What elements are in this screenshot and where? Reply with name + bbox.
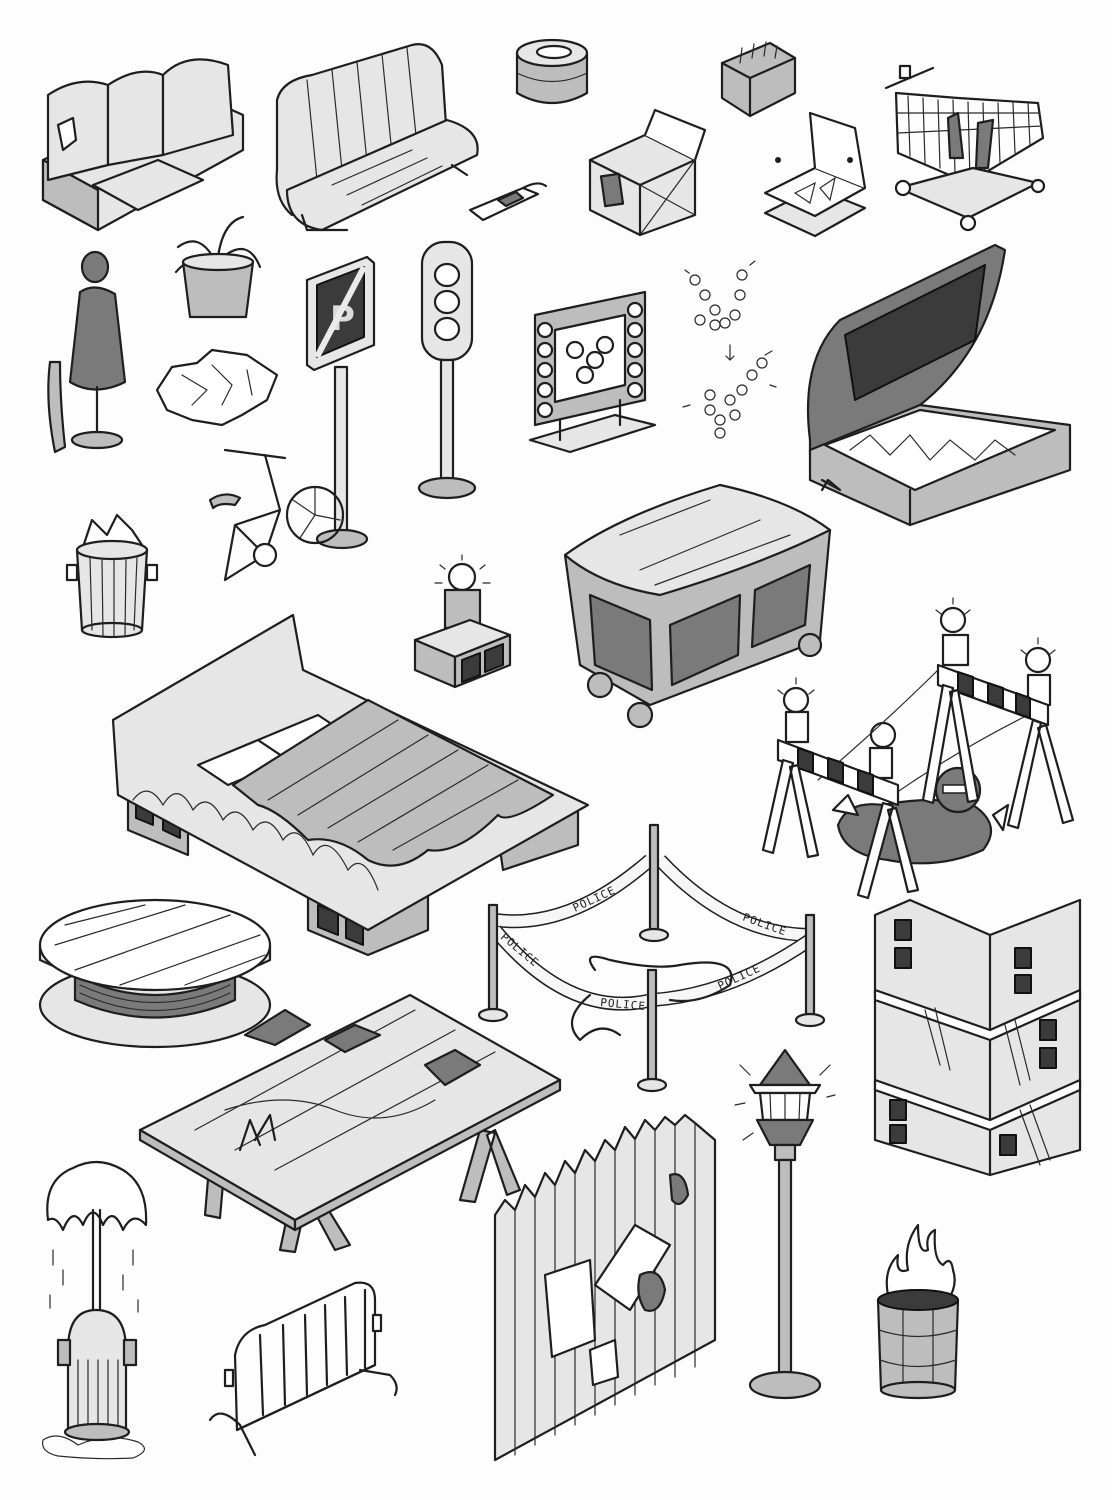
cinder-bookshelf-drawing <box>873 898 1082 1177</box>
traffic-light: Traffic light <box>412 240 482 505</box>
barricade-hole: Road barricades with warning lights arou… <box>758 590 1088 900</box>
warning-light-block-drawing <box>413 554 512 689</box>
mouse-trap-drawing <box>468 182 548 222</box>
cable-spool-table: Cable spool table <box>35 885 275 1050</box>
crowd-barrier-drawing <box>208 1281 398 1457</box>
marquee-sign: Light-bulb marquee sign <box>525 290 660 455</box>
bulb-sparkles-drawing <box>682 260 777 439</box>
tire-stack-drawing <box>515 38 589 104</box>
closed-dumpster: Closed dumpster on wheels <box>560 475 840 735</box>
bicycle-drawing <box>208 448 345 582</box>
traffic-light-drawing <box>417 240 477 500</box>
fire-hydrant-drawing <box>41 1160 148 1460</box>
burning-barrel: Burning barrel <box>873 1215 963 1400</box>
pizza-boxes: Pizza boxes with flies <box>760 108 880 238</box>
paper-pile: Crumpled paper pile <box>152 345 282 430</box>
cinder-bookshelf: Cinder block bookshelf <box>870 860 1085 1180</box>
retro-sofa: Tufted retro sofa <box>272 40 487 232</box>
street-lamp-drawing <box>734 1048 836 1400</box>
bottle-crate-drawing <box>720 41 797 118</box>
open-dumpster-drawing <box>806 243 1072 527</box>
retro-sofa-drawing <box>275 43 479 232</box>
door-table-drawing <box>138 993 562 1254</box>
barricade-hole-drawing <box>761 597 1075 900</box>
cardboard-box-drawing <box>588 108 707 237</box>
no-parking-sign-drawing: P <box>305 255 376 550</box>
bicycle: Bicycle chained to sign post <box>205 440 365 590</box>
potted-plant-drawing <box>174 215 262 319</box>
shopping-cart: Shopping cart full of junk <box>878 58 1053 233</box>
fire-hydrant: Gushing fire hydrant <box>38 1160 158 1460</box>
police-tape: Police tape on posts POLICE POLICE POLIC… <box>477 820 840 1100</box>
closed-dumpster-drawing <box>563 483 832 729</box>
mannequin: Broken mannequin <box>40 250 135 457</box>
no-parking-sign: No-parking sign P <box>302 255 377 550</box>
trash-can: Overflowing trash can <box>62 490 162 640</box>
police-tape-drawing: POLICE POLICE POLICE POLICE POLICE <box>477 823 826 1093</box>
trash-can-drawing <box>65 513 159 639</box>
open-dumpster: Open dumpster with trash and flies <box>800 240 1090 540</box>
worn-sofa-drawing <box>41 58 245 232</box>
potted-plant: Potted plant <box>168 212 268 322</box>
wooden-fence-drawing <box>493 1113 717 1462</box>
wooden-fence: Wooden fence with posters <box>490 1113 725 1465</box>
worn-sofa: Worn three-seat sofa <box>38 40 253 240</box>
tape-label-5: POLICE <box>600 996 647 1013</box>
bottle-crate: Crate of bottles <box>720 38 800 118</box>
pizza-boxes-drawing <box>763 111 867 238</box>
crowd-barrier: Metal crowd barrier <box>205 1275 430 1460</box>
pallet-bed: Bed on corrugated sheets and cinder bloc… <box>108 610 603 960</box>
door-table: Broken door table on sawhorses <box>135 990 565 1270</box>
tape-label-1: POLICE <box>571 884 618 915</box>
burning-barrel-drawing <box>876 1223 960 1400</box>
bulb-sparkles: Bulb sparkle animation frames <box>680 255 780 445</box>
marquee-sign-drawing <box>528 290 657 454</box>
mannequin-drawing <box>47 250 127 454</box>
warning-light-block: Warning light on cinder block <box>410 554 515 690</box>
cable-spool-table-drawing <box>38 898 272 1049</box>
mouse-trap: Mouse trap <box>468 180 548 230</box>
tire-stack: Stack of tires <box>512 38 592 108</box>
shopping-cart-drawing <box>884 64 1046 232</box>
street-lamp: Street lamp <box>734 1045 836 1410</box>
cardboard-box: Open cardboard box with fragile glass sy… <box>585 105 715 240</box>
pallet-bed-drawing <box>111 613 590 957</box>
paper-pile-drawing <box>155 348 279 427</box>
